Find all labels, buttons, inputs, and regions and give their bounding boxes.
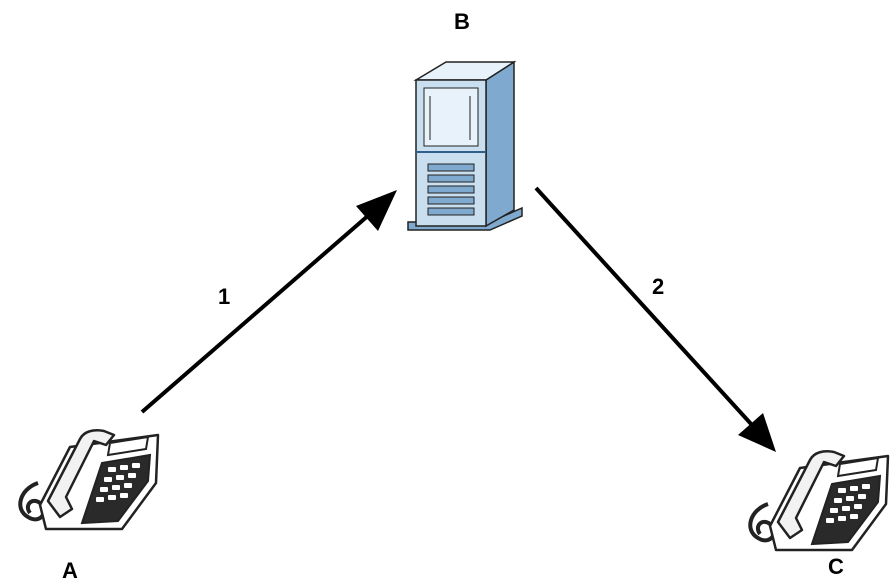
node-a-label: A	[62, 558, 78, 581]
server-tower-icon	[407, 60, 523, 231]
node-c-label: C	[828, 554, 844, 579]
arrow-a-to-b	[140, 190, 397, 414]
desk-phone-icon	[748, 449, 890, 552]
step-2-label: 2	[652, 274, 664, 299]
arrow-b-to-c	[534, 186, 776, 452]
step-1-label: 1	[218, 284, 230, 309]
node-b-label: B	[454, 9, 470, 34]
desk-phone-icon	[18, 428, 160, 531]
